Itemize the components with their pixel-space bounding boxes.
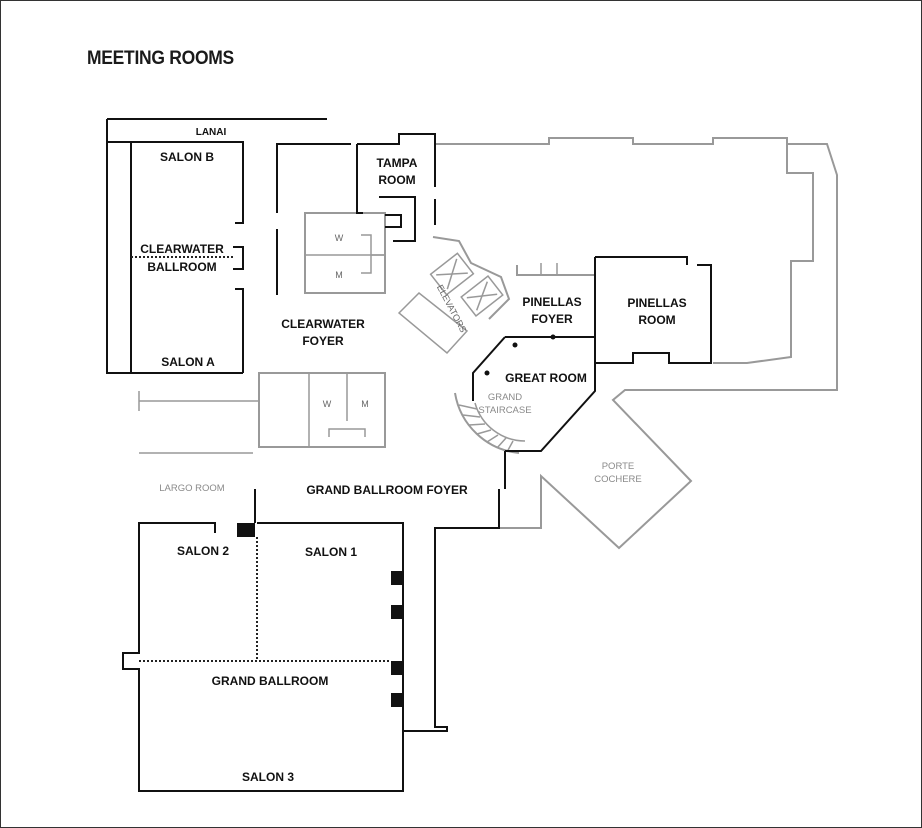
tampa-room-label-line1: TAMPA xyxy=(377,156,418,170)
pinellas-foyer-label-line1: PINELLAS xyxy=(522,295,581,309)
salon-1-label: SALON 1 xyxy=(305,545,357,559)
lanai-label: LANAI xyxy=(196,127,227,138)
tampa-room-walls xyxy=(276,133,436,295)
salon-b-label: SALON B xyxy=(160,150,214,164)
upper-men-restroom-label: M xyxy=(335,270,343,280)
upper-women-restroom-label: W xyxy=(335,233,344,243)
great-room-label: GREAT ROOM xyxy=(505,371,587,385)
clearwater-foyer-label-line2: FOYER xyxy=(302,334,344,348)
grand-staircase xyxy=(454,392,526,454)
pinellas-room-walls xyxy=(594,256,712,364)
tampa-room-label-line2: ROOM xyxy=(378,173,415,187)
lower-restrooms xyxy=(138,372,386,454)
pinellas-room-label-line1: PINELLAS xyxy=(627,296,686,310)
grand-ballroom-label: GRAND BALLROOM xyxy=(212,674,329,688)
pinellas-room-label-line2: ROOM xyxy=(638,313,675,327)
clearwater-foyer-label-line1: CLEARWATER xyxy=(281,317,365,331)
grand-staircase-label-line2: STAIRCASE xyxy=(478,405,531,416)
upper-restrooms xyxy=(304,212,386,294)
salon-2-label: SALON 2 xyxy=(177,544,229,558)
clearwater-ballroom-label-line2: BALLROOM xyxy=(147,260,216,274)
grand-staircase-label-line1: GRAND xyxy=(488,392,522,403)
largo-room-label: LARGO ROOM xyxy=(159,483,225,494)
outer-building-outline xyxy=(432,137,838,550)
salon-3-label: SALON 3 xyxy=(242,770,294,784)
grand-ballroom-walls xyxy=(122,489,404,792)
salon-a-label: SALON A xyxy=(161,355,215,369)
porte-cochere-label-line1: PORTE xyxy=(602,461,635,472)
great-room-walls xyxy=(403,334,596,732)
clearwater-ballroom-walls xyxy=(106,118,327,374)
clearwater-ballroom-label-line1: CLEARWATER xyxy=(140,242,224,256)
page-title: MEETING ROOMS xyxy=(87,48,234,69)
pinellas-foyer-label-line2: FOYER xyxy=(531,312,573,326)
lower-men-restroom-label: M xyxy=(361,399,369,409)
porte-cochere-label-line2: COCHERE xyxy=(594,474,642,485)
elevators xyxy=(397,252,504,355)
grand-ballroom-foyer-label: GRAND BALLROOM FOYER xyxy=(306,483,468,497)
lower-women-restroom-label: W xyxy=(323,399,332,409)
